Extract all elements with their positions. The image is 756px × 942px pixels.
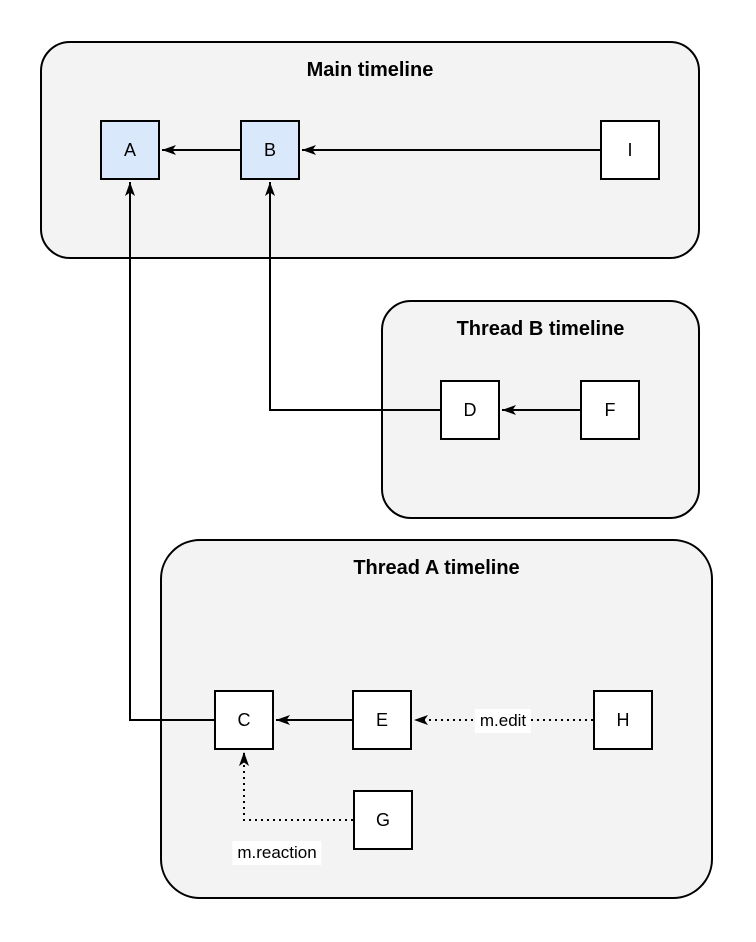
container-thread-b-timeline: Thread B timeline [381, 300, 700, 519]
node-h: H [593, 690, 653, 750]
edge-label-m-edit: m.edit [474, 709, 532, 733]
node-d-label: D [463, 400, 477, 420]
node-h-label: H [616, 710, 630, 730]
node-b-label: B [263, 140, 276, 160]
container-title-main: Main timeline [306, 59, 434, 81]
node-b: B [240, 120, 300, 180]
node-d: D [440, 380, 500, 440]
node-f: F [580, 380, 640, 440]
node-i-label: I [627, 140, 633, 160]
node-c-label: C [237, 710, 251, 730]
node-g-label: G [375, 810, 390, 830]
node-f-label: F [604, 400, 616, 420]
container-title-thread-b: Thread B timeline [456, 318, 625, 340]
node-a-label: A [123, 140, 136, 160]
edge-label-m-reaction: m.reaction [232, 841, 322, 865]
node-g: G [353, 790, 413, 850]
node-a: A [100, 120, 160, 180]
node-i: I [600, 120, 660, 180]
container-title-thread-a: Thread A timeline [353, 557, 520, 579]
node-e-label: E [375, 710, 388, 730]
node-e: E [352, 690, 412, 750]
node-c: C [214, 690, 274, 750]
